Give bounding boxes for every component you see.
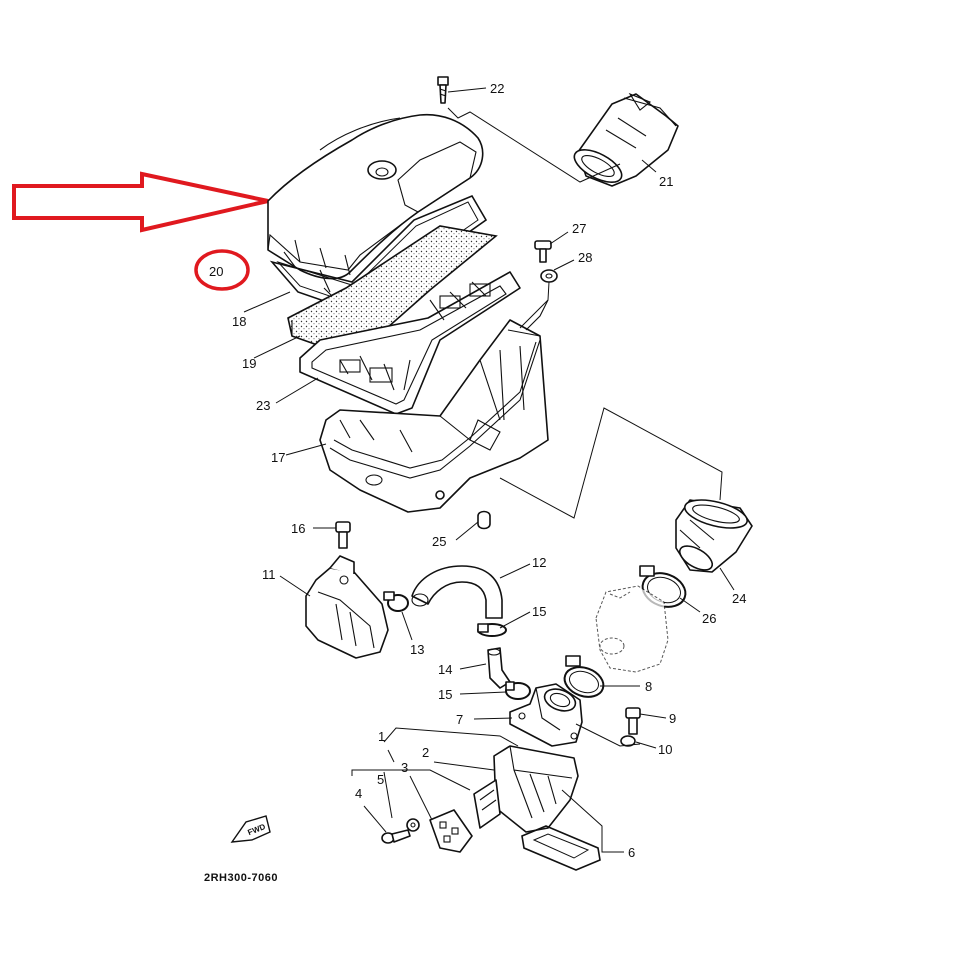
part-label-5: 5	[377, 772, 384, 787]
part-label-4: 4	[355, 786, 362, 801]
part-9-bolt	[625, 707, 641, 735]
part-label-18: 18	[232, 314, 246, 329]
part-label-12: 12	[532, 555, 546, 570]
part-label-8: 8	[645, 679, 652, 694]
part-label-15-upper: 15	[532, 604, 546, 619]
highlight-circle	[194, 249, 250, 291]
part-label-15-lower: 15	[438, 687, 452, 702]
part-5-washer	[406, 818, 420, 832]
part-label-27: 27	[572, 221, 586, 236]
drawing-code: 2RH300-7060	[204, 872, 278, 884]
part-label-1: 1	[378, 729, 385, 744]
part-label-22: 22	[490, 81, 504, 96]
part-label-20: 20	[209, 264, 223, 279]
part-6-gasket	[521, 825, 601, 871]
part-28-washer	[540, 269, 558, 283]
part-12-hose	[411, 565, 503, 619]
part-4-screw	[381, 829, 411, 844]
part-11-box	[305, 555, 389, 659]
part-label-6: 6	[628, 845, 635, 860]
part-label-9: 9	[669, 711, 676, 726]
part-label-26: 26	[702, 611, 716, 626]
part-label-13: 13	[410, 642, 424, 657]
leader-lines	[243, 87, 735, 853]
part-label-14: 14	[438, 662, 452, 677]
part-label-10: 10	[658, 742, 672, 757]
part-label-7: 7	[456, 712, 463, 727]
annotation-arrow	[12, 171, 269, 233]
part-label-28: 28	[578, 250, 592, 265]
part-label-16: 16	[291, 521, 305, 536]
part-label-25: 25	[432, 534, 446, 549]
part-23-element-frame	[299, 271, 521, 415]
part-27-bolt	[534, 240, 552, 263]
part-label-21: 21	[659, 174, 673, 189]
part-24-joint	[675, 499, 753, 573]
part-2-reed-valve	[473, 745, 579, 833]
part-label-11: 11	[262, 567, 276, 582]
forward-marker: FWD	[230, 815, 271, 843]
part-20-airbox-cover	[267, 113, 484, 280]
part-13-clamp	[383, 591, 409, 612]
part-10-washer	[620, 735, 636, 747]
part-label-3: 3	[401, 760, 408, 775]
part-15-clamp-lower	[505, 681, 531, 700]
part-label-24: 24	[732, 591, 746, 606]
part-3-reed-plate	[429, 809, 473, 853]
part-15-clamp-upper	[477, 623, 507, 637]
part-21-intake-duct	[573, 92, 679, 187]
part-label-17: 17	[271, 450, 285, 465]
part-label-23: 23	[256, 398, 270, 413]
part-7-manifold	[509, 683, 583, 747]
part-17-airbox-case	[319, 299, 549, 513]
part-label-2: 2	[422, 745, 429, 760]
part-label-19: 19	[242, 356, 256, 371]
part-25-cap	[477, 510, 491, 530]
part-8-clamp	[563, 655, 605, 698]
part-22-screw	[437, 76, 449, 104]
part-16-bolt	[335, 521, 351, 549]
carburetor-outline	[595, 585, 669, 673]
part-labels: 22 21 20 18 19 23 17 27 28 25 24 16 11 1…	[209, 81, 746, 860]
